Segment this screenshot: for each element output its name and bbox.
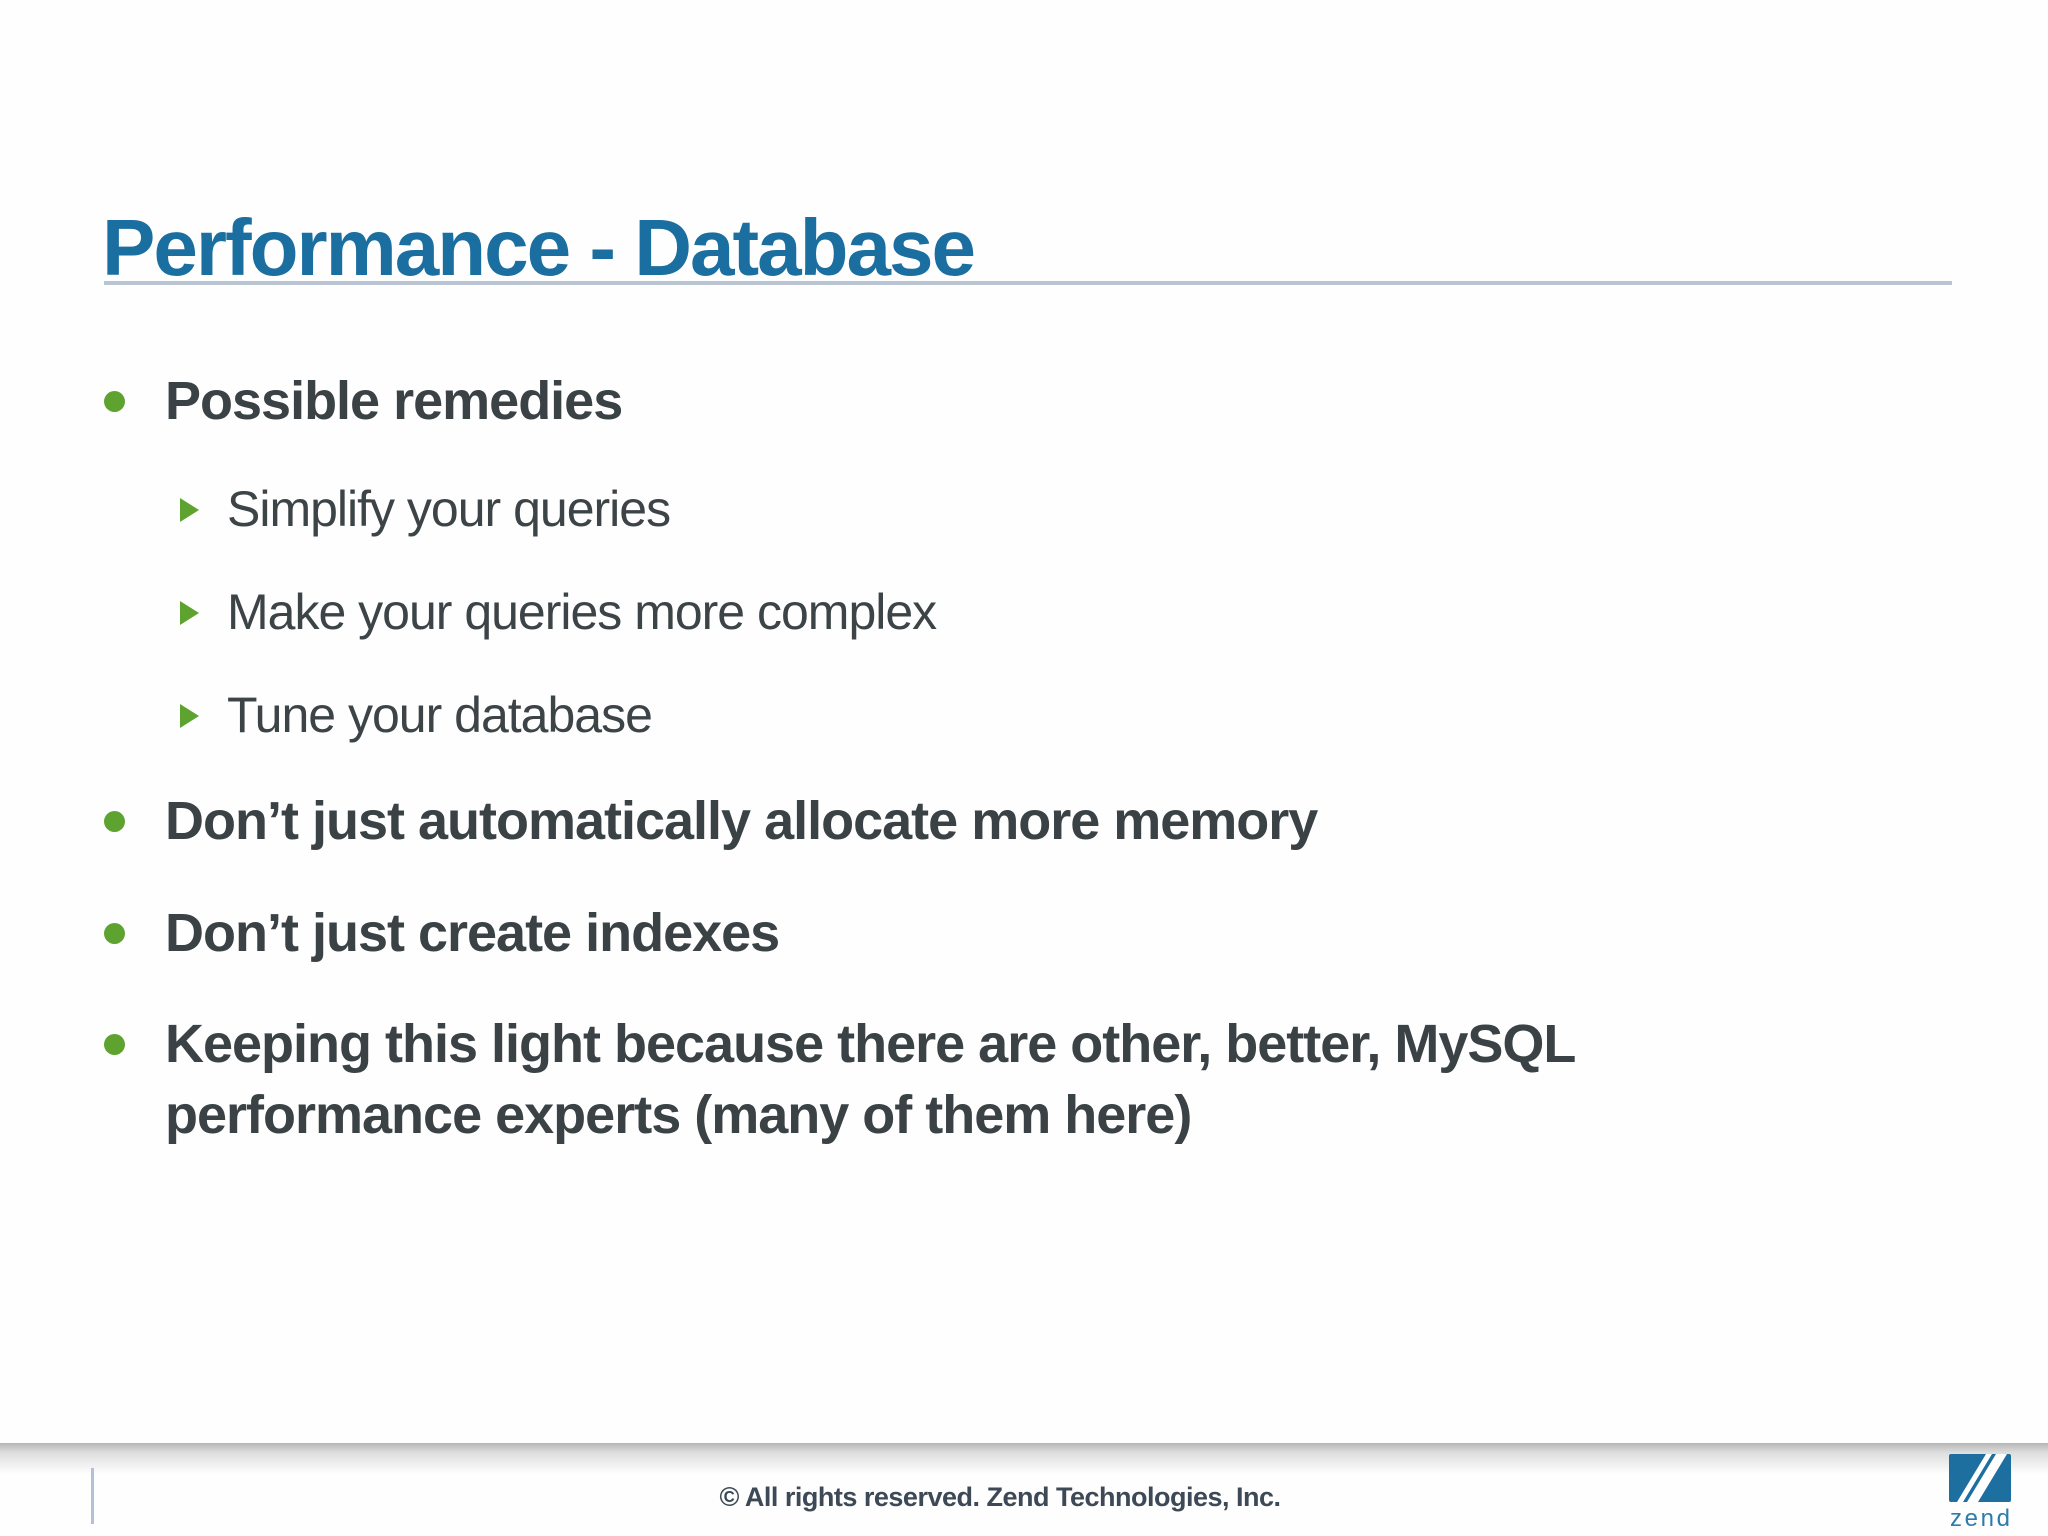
- list-item: Don’t just automatically allocate more m…: [104, 786, 1894, 857]
- bullet-list: Possible remedies Simplify your queries …: [104, 366, 1894, 1191]
- page-title: Performance - Database: [102, 202, 976, 292]
- bullet-dot-icon: [104, 391, 125, 412]
- list-item: Possible remedies: [104, 366, 1894, 437]
- footer-copyright: © All rights reserved. Zend Technologies…: [719, 1482, 1281, 1512]
- bullet-dot-icon: [104, 1033, 125, 1055]
- list-item: Tune your database: [180, 683, 1894, 748]
- bullet-text: Make your queries more complex: [227, 584, 937, 641]
- bullet-text: Tune your database: [227, 687, 653, 744]
- bullet-dot-icon: [104, 811, 125, 833]
- footer-shadow: [0, 1443, 2048, 1475]
- zend-logo-slash: [1957, 1454, 2007, 1502]
- bullet-text: Simplify your queries: [227, 481, 671, 538]
- zend-logo-wordmark: zend: [1950, 1505, 2010, 1532]
- bullet-text: Don’t just automatically allocate more m…: [165, 791, 1318, 852]
- bullet-arrow-icon: [180, 498, 199, 523]
- bullet-arrow-icon: [180, 601, 199, 626]
- bullet-text: Keeping this light because there are oth…: [165, 1013, 1575, 1146]
- bullet-text: Possible remedies: [165, 371, 623, 431]
- bullet-arrow-icon: [180, 704, 199, 729]
- list-item: Don’t just create indexes: [104, 898, 1894, 969]
- footer-divider: [91, 1468, 94, 1524]
- title-divider: [104, 281, 1952, 285]
- zend-logo-slash-bar: [1963, 1454, 1996, 1502]
- bullet-dot-icon: [104, 922, 125, 944]
- zend-logo: zend: [1949, 1454, 2011, 1532]
- list-item: Keeping this light because there are oth…: [104, 1009, 1894, 1152]
- bullet-text: Don’t just create indexes: [165, 902, 780, 963]
- list-item: Simplify your queries: [180, 477, 1894, 542]
- list-item: Make your queries more complex: [180, 580, 1894, 645]
